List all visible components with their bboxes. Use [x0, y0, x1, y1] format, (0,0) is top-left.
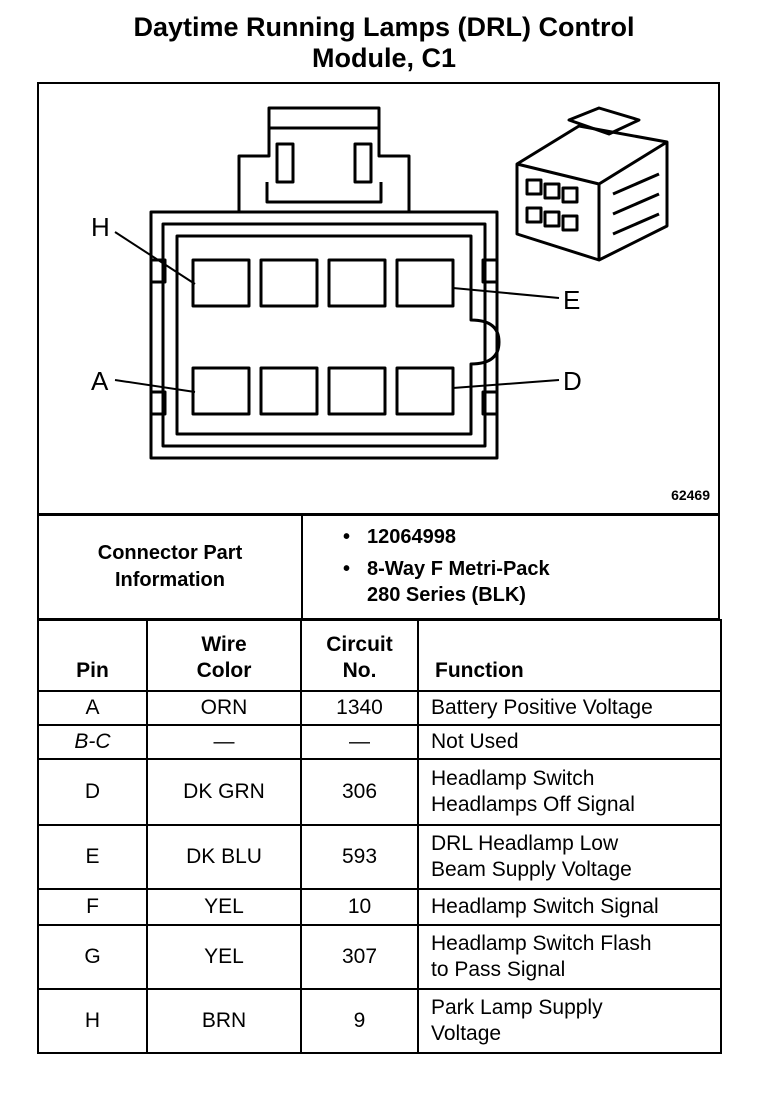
pin-a-callout: A — [91, 366, 109, 396]
header-circuit-line-1: Circuit — [326, 633, 393, 656]
connector-description-text: 8-Way F Metri-Pack 280 Series (BLK) — [367, 558, 550, 606]
table-row: B-C — — Not Used — [37, 724, 722, 760]
title-line-1: Daytime Running Lamps (DRL) Control — [133, 12, 635, 42]
table-row: F YEL 10 Headlamp Switch Signal — [37, 888, 722, 926]
header-pin: Pin — [37, 619, 148, 692]
function-cell: Headlamp Switch Flash to Pass Signal — [417, 924, 722, 990]
title-line-2: Module, C1 — [311, 43, 456, 73]
table-row: G YEL 307 Headlamp Switch Flash to Pass … — [37, 924, 722, 990]
circuit-cell: — — [300, 724, 419, 760]
connector-face-drawing — [114, 106, 669, 460]
wire-color-cell: DK GRN — [146, 758, 302, 826]
circuit-cell: 306 — [300, 758, 419, 826]
bullet: • — [343, 526, 351, 548]
figure-number: 62469 — [671, 487, 710, 503]
pin-h-callout: H — [91, 212, 110, 242]
function-cell: DRL Headlamp Low Beam Supply Voltage — [417, 824, 722, 890]
function-cell: Headlamp Switch Headlamps Off Signal — [417, 758, 722, 826]
pin-cell: H — [37, 988, 148, 1054]
connector-part-number: • 12064998 — [343, 524, 718, 550]
header-circuit-no: Circuit No. — [300, 619, 419, 692]
header-wire-line-2: Color — [196, 659, 252, 682]
pin-cell: E — [37, 824, 148, 890]
header-function: Function — [417, 619, 722, 692]
circuit-cell: 1340 — [300, 690, 419, 726]
header-wire-line-1: Wire — [201, 633, 247, 656]
connector-description: • 8-Way F Metri-Pack 280 Series (BLK) — [343, 556, 718, 608]
circuit-cell: 9 — [300, 988, 419, 1054]
circuit-cell: 10 — [300, 888, 419, 926]
connector-info-label-line-2: Information — [115, 569, 225, 591]
pinout-header-row: Pin Wire Color Circuit No. Function — [37, 619, 722, 692]
page-title: Daytime Running Lamps (DRL) Control Modu… — [0, 12, 768, 74]
circuit-cell: 593 — [300, 824, 419, 890]
pin-cell: D — [37, 758, 148, 826]
wire-color-cell: ORN — [146, 690, 302, 726]
pin-cell: F — [37, 888, 148, 926]
function-cell: Not Used — [417, 724, 722, 760]
table-row: A ORN 1340 Battery Positive Voltage — [37, 690, 722, 726]
wire-color-cell: — — [146, 724, 302, 760]
function-cell: Battery Positive Voltage — [417, 690, 722, 726]
connector-info-label-line-1: Connector Part — [97, 542, 243, 564]
connector-info-values: • 12064998 • 8-Way F Metri-Pack 280 Seri… — [301, 514, 720, 620]
header-wire-color: Wire Color — [146, 619, 302, 692]
connector-diagram: H A E D 62469 — [37, 82, 720, 515]
wire-color-cell: BRN — [146, 988, 302, 1054]
wire-color-cell: YEL — [146, 924, 302, 990]
table-row: D DK GRN 306 Headlamp Switch Headlamps O… — [37, 758, 722, 826]
table-row: E DK BLU 593 DRL Headlamp Low Beam Suppl… — [37, 824, 722, 890]
pin-cell: A — [37, 690, 148, 726]
table-row: H BRN 9 Park Lamp Supply Voltage — [37, 988, 722, 1054]
pin-d-callout: D — [563, 366, 582, 396]
wire-color-cell: YEL — [146, 888, 302, 926]
connector-info-label: Connector Part Information — [37, 514, 303, 620]
bullet: • — [343, 558, 351, 580]
wire-color-cell: DK BLU — [146, 824, 302, 890]
connector-part-info: Connector Part Information • 12064998 • … — [37, 514, 720, 620]
pinout-table: Pin Wire Color Circuit No. Function A OR… — [37, 619, 722, 1054]
circuit-cell: 307 — [300, 924, 419, 990]
function-cell: Park Lamp Supply Voltage — [417, 988, 722, 1054]
pin-e-callout: E — [563, 285, 581, 315]
header-circuit-line-2: No. — [342, 659, 377, 682]
pin-cell: G — [37, 924, 148, 990]
part-number-text: 12064998 — [367, 526, 456, 548]
pin-cell: B-C — [37, 724, 148, 760]
function-cell: Headlamp Switch Signal — [417, 888, 722, 926]
